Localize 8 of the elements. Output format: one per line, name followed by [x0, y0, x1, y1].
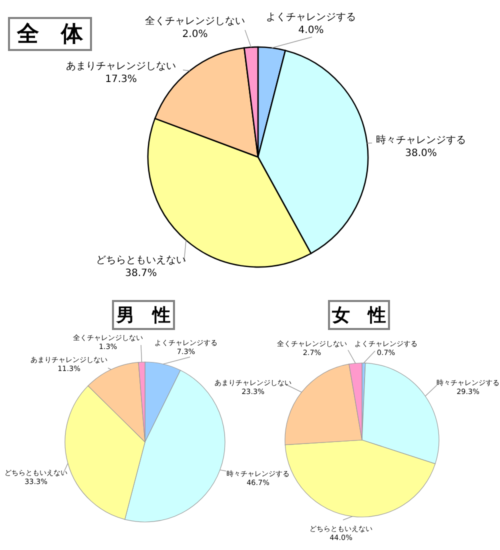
chart-title: 男 性	[112, 300, 175, 330]
chart-title: 女 性	[328, 300, 390, 330]
data-label: あまりチャレンジしない 17.3%	[66, 61, 176, 86]
data-label: よくチャレンジする 4.0%	[266, 12, 356, 37]
data-label: 時々チャレンジする 38.0%	[376, 135, 466, 160]
data-label: どちらともいえない 38.7%	[96, 255, 186, 280]
chart-title: 全 体	[8, 17, 92, 51]
data-label: 全くチャレンジしない 2.0%	[145, 16, 245, 41]
